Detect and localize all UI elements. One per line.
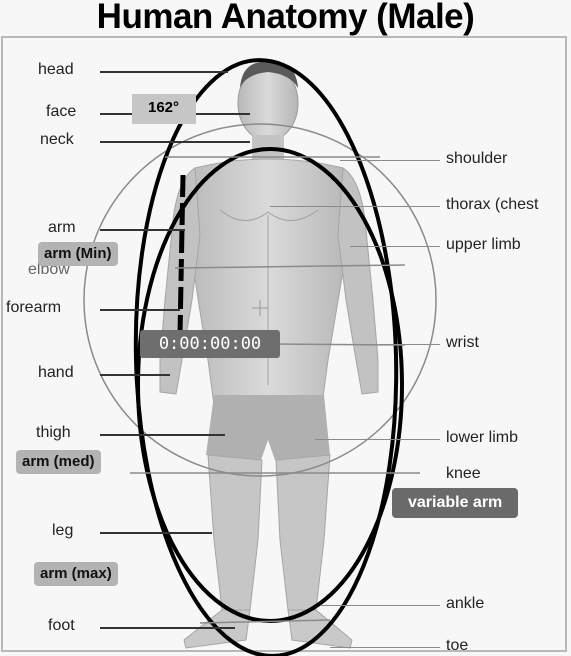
timer-readout: 0:00:00:00 xyxy=(140,330,280,358)
label-foot: foot xyxy=(48,617,75,635)
leader-toe xyxy=(330,647,440,648)
arm-max-tag[interactable]: arm (max) xyxy=(34,562,118,586)
leader-hand xyxy=(100,374,170,376)
leader-leg xyxy=(100,532,212,534)
leader-foot xyxy=(100,627,235,629)
label-leg: leg xyxy=(52,522,73,540)
leader-forearm xyxy=(100,309,180,311)
leader-thorax xyxy=(270,206,440,207)
leader-ankle xyxy=(320,605,440,606)
label-hand: hand xyxy=(38,364,74,382)
leader-shoulder xyxy=(340,160,440,161)
label-neck: neck xyxy=(40,131,74,149)
leader-thigh xyxy=(100,434,225,436)
label-upper-limb: upper limb xyxy=(446,236,521,254)
leader-arm xyxy=(100,229,185,231)
leader-head xyxy=(100,71,228,73)
label-shoulder: shoulder xyxy=(446,150,507,168)
label-thorax: thorax (chest xyxy=(446,196,538,214)
leader-wrist xyxy=(380,344,440,345)
arm-min-tag[interactable]: arm (Min) xyxy=(38,242,118,266)
label-ankle: ankle xyxy=(446,595,484,613)
arm-med-tag[interactable]: arm (med) xyxy=(16,450,101,474)
label-head: head xyxy=(38,61,74,79)
label-thigh: thigh xyxy=(36,424,71,442)
rotation-readout: 162° xyxy=(132,94,196,124)
leader-lower-limb xyxy=(315,439,440,440)
label-wrist: wrist xyxy=(446,334,479,352)
label-face: face xyxy=(46,103,76,121)
leader-upper-limb xyxy=(350,246,440,247)
label-forearm: forearm xyxy=(6,299,61,317)
leader-neck xyxy=(100,141,250,143)
label-toe: toe xyxy=(446,637,468,655)
label-arm: arm xyxy=(48,219,76,237)
label-knee: knee xyxy=(446,465,481,483)
variable-arm-button[interactable]: variable arm xyxy=(392,488,518,518)
label-lower-limb: lower limb xyxy=(446,429,518,447)
